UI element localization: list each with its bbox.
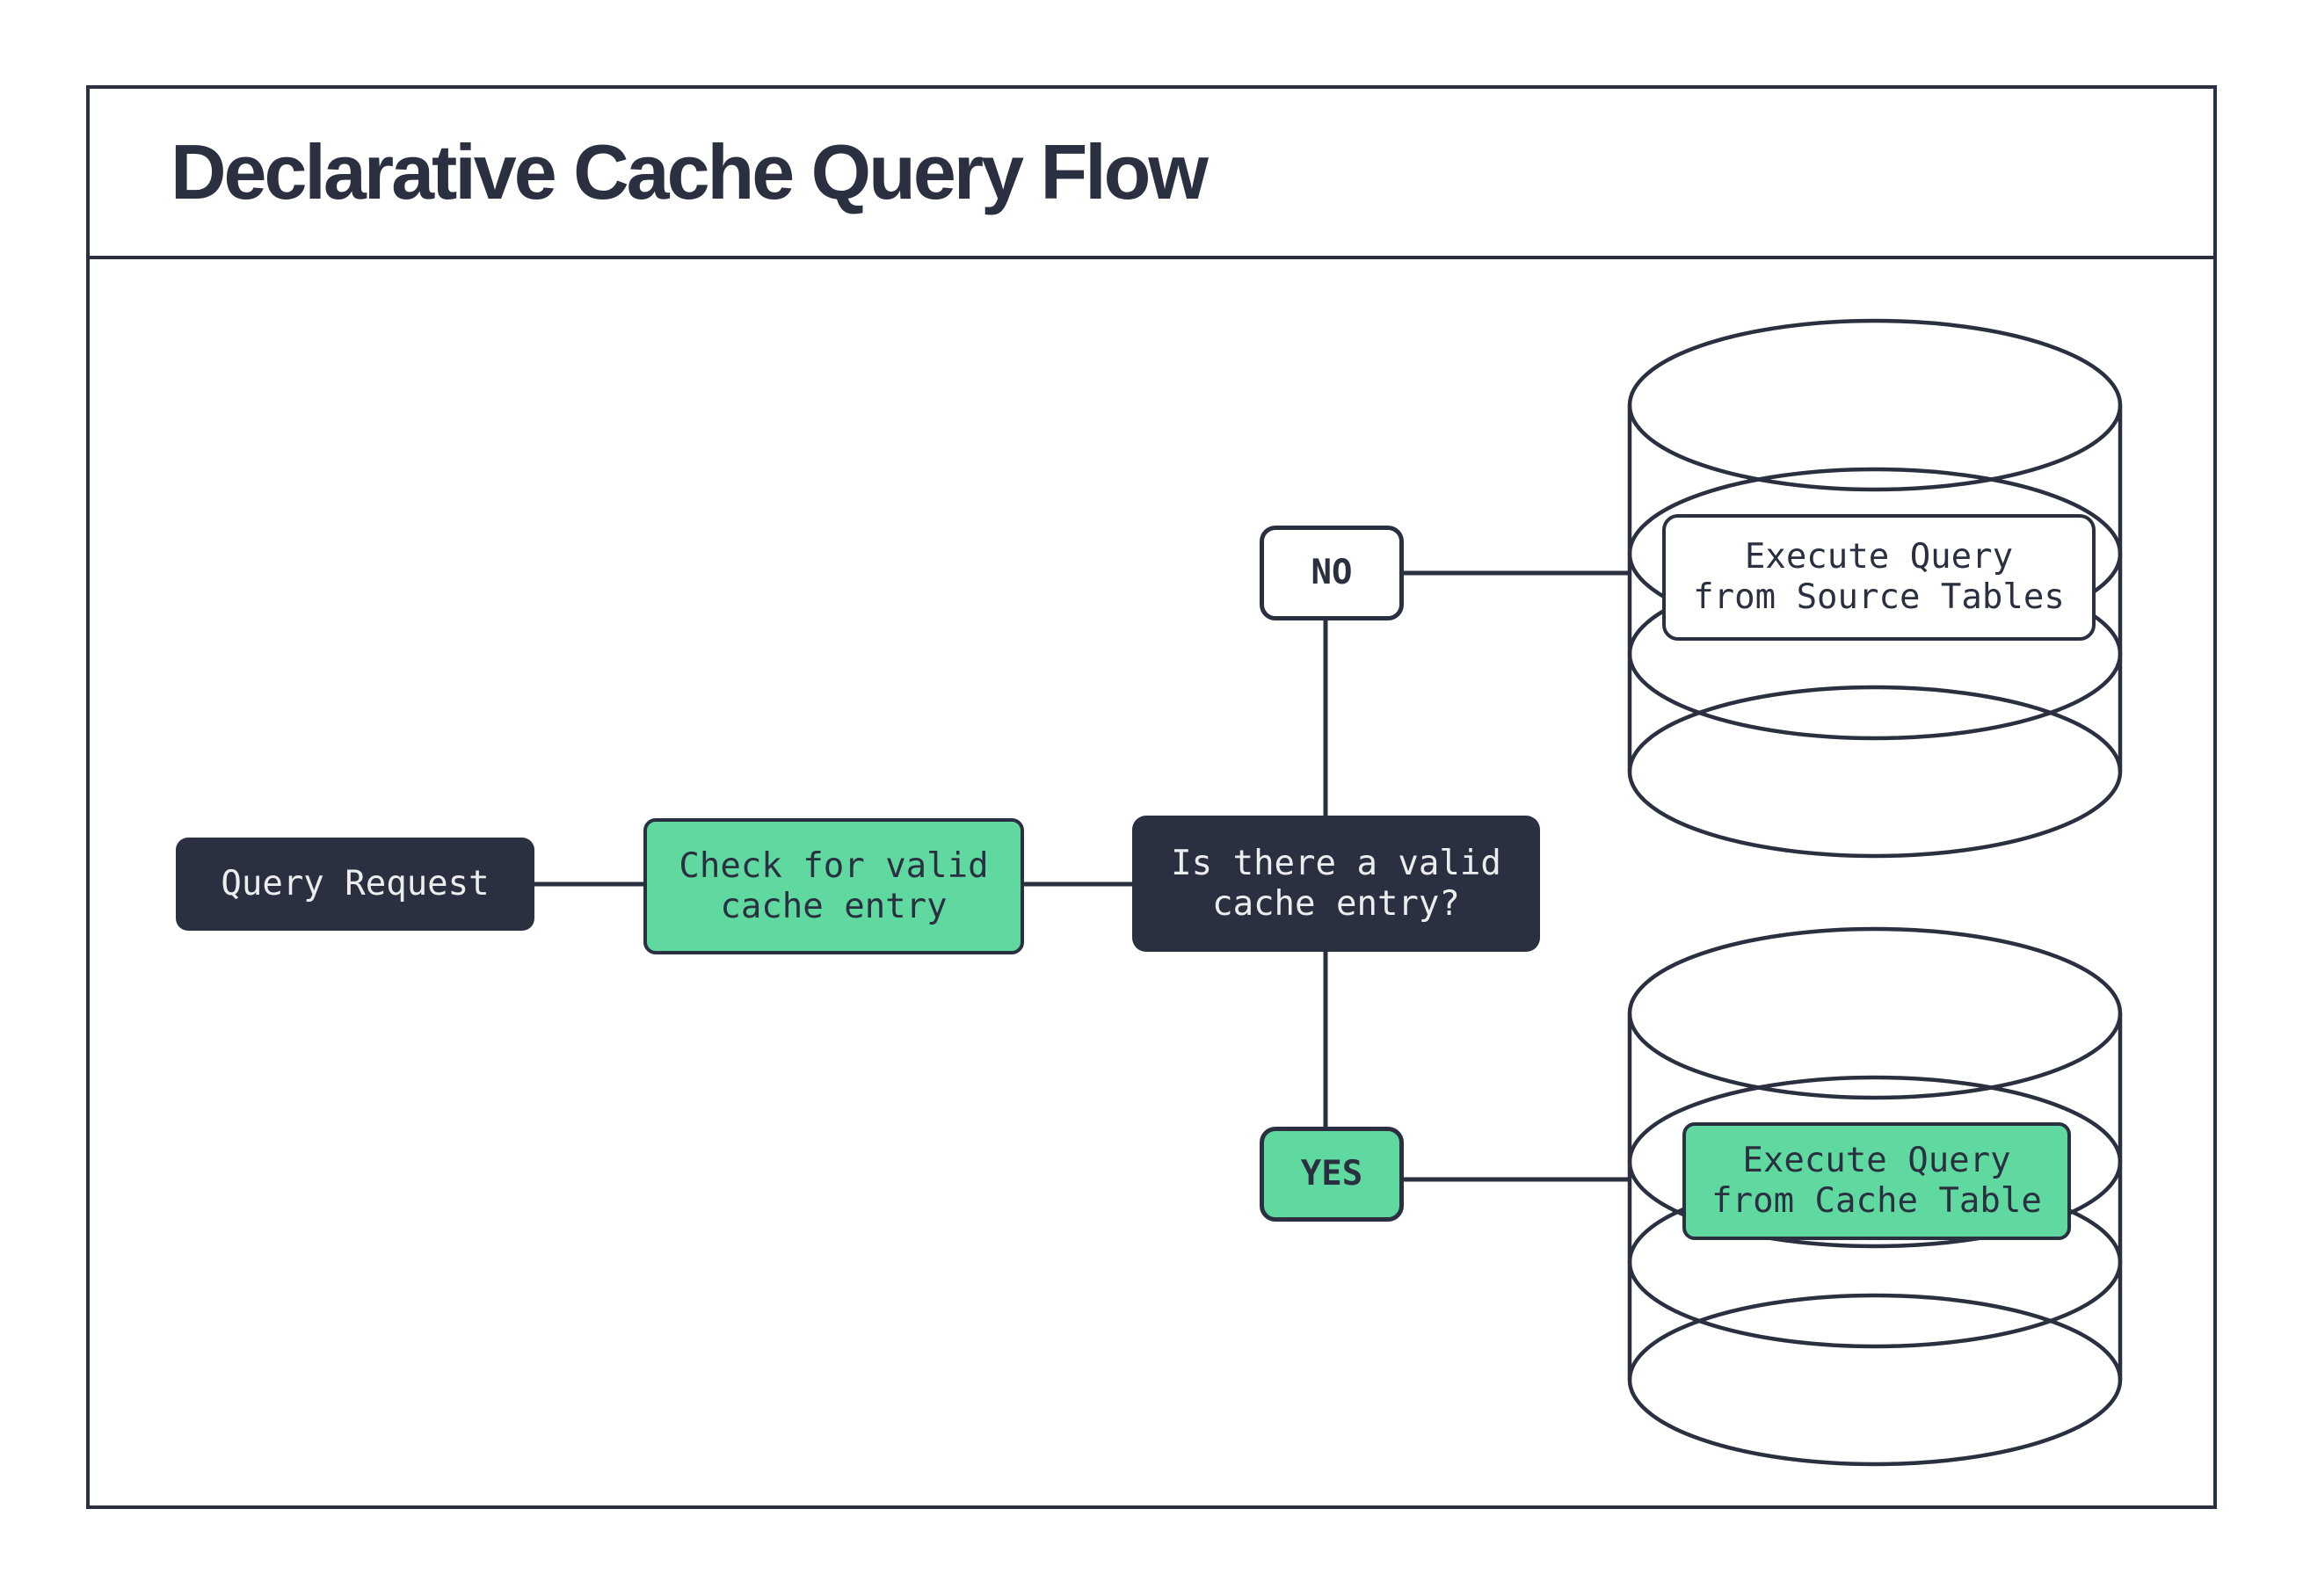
node-yes-branch-label: YES	[1300, 1154, 1363, 1193]
connector-lines	[533, 570, 1633, 1182]
node-no-branch: NO	[1260, 526, 1404, 620]
node-execute-cache-table: Execute Query from Cache Table	[1682, 1122, 2071, 1240]
diagram-frame: Declarative Cache Query Flow	[86, 85, 2217, 1509]
node-decision-valid-cache: Is there a valid cache entry?	[1132, 816, 1540, 952]
node-decision-label: Is there a valid cache entry?	[1171, 843, 1501, 924]
node-no-branch-label: NO	[1311, 553, 1353, 592]
node-execute-source-tables-label: Execute Query from Source Tables	[1693, 537, 2065, 617]
node-check-cache: Check for valid cache entry	[643, 818, 1024, 954]
node-check-cache-label: Check for valid cache entry	[679, 845, 989, 926]
node-query-request-label: Query Request	[221, 864, 490, 903]
node-yes-branch: YES	[1260, 1127, 1404, 1222]
node-query-request: Query Request	[176, 838, 534, 931]
diagram-header: Declarative Cache Query Flow	[90, 89, 2213, 259]
node-execute-cache-table-label: Execute Query from Cache Table	[1711, 1141, 2042, 1221]
node-execute-source-tables: Execute Query from Source Tables	[1662, 514, 2096, 641]
page-title: Declarative Cache Query Flow	[171, 128, 1209, 215]
